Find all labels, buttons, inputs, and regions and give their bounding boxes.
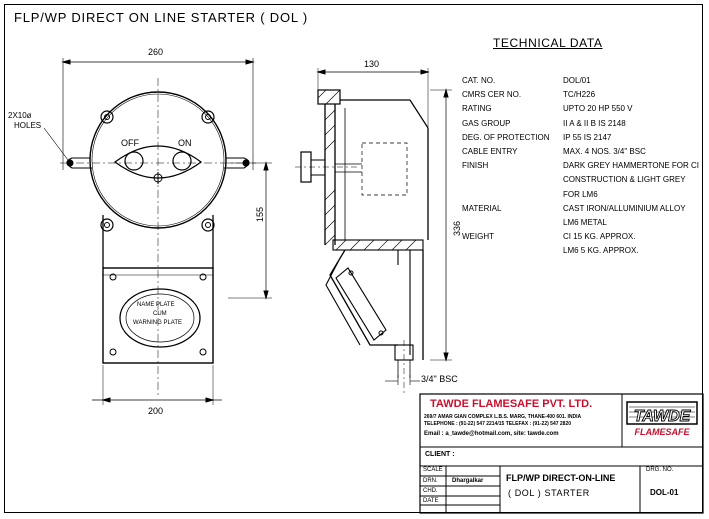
technical-data-label: DEG. OF PROTECTION	[462, 132, 550, 142]
technical-data-value: CONSTRUCTION & LIGHT GREY	[563, 175, 686, 185]
technical-data-value: LM6 METAL	[563, 218, 607, 227]
technical-data-label: WEIGHT	[462, 232, 494, 242]
front-width-top-dimension: 260	[148, 47, 164, 57]
technical-data-value: DOL/01	[563, 76, 591, 85]
drn-label: DRN.	[423, 478, 438, 484]
technical-data-label: CMRS CER NO.	[462, 90, 522, 100]
technical-data-label: CAT. NO.	[462, 76, 496, 85]
technical-data-value: LM6 5 KG. APPROX.	[563, 246, 639, 256]
drg-no-value: DOL-01	[650, 488, 679, 497]
technical-data-title: TECHNICAL DATA	[493, 36, 603, 50]
front-width-bottom-dimension: 200	[148, 406, 164, 416]
technical-data-value: MAX. 4 NOS. 3/4" BSC	[563, 147, 646, 156]
cable-entry-label: 3/4" BSC	[421, 374, 458, 384]
chd-label: CHD.	[423, 488, 438, 494]
technical-data-label: CABLE ENTRY	[462, 147, 518, 156]
technical-data-label: GAS GROUP	[462, 118, 511, 128]
side-depth-dimension: 130	[364, 59, 380, 69]
front-height-dimension: 155	[255, 206, 265, 222]
tawde-logo: TAWDE FLAMESAFE	[626, 401, 698, 437]
technical-data-value: IP 55 IS 2147	[563, 132, 612, 142]
technical-data-value: UPTO 20 HP 550 V	[563, 104, 633, 114]
drawing-title-line2: ( DOL ) STARTER	[508, 488, 590, 498]
company-name: TAWDE FLAMESAFE PVT. LTD.	[430, 398, 593, 410]
technical-data-value: FOR LM6	[563, 189, 598, 199]
logo-text-top: TAWDE	[634, 408, 692, 425]
company-email: Email : a_tawde@hotmail.com, site: tawde…	[424, 431, 559, 437]
client-label: CLIENT :	[425, 451, 455, 458]
drn-value: Dhargalkar	[452, 478, 484, 484]
side-height-dimension: 336	[452, 220, 462, 236]
on-button-label: ON	[178, 138, 192, 148]
title-block	[419, 393, 704, 514]
front-view	[43, 58, 272, 405]
name-plate-line3: WARNING PLATE	[133, 320, 183, 326]
technical-data-value: TC/H226	[563, 90, 596, 100]
holes-label-line1: 2X10ø	[8, 111, 32, 120]
company-address: 269/7 AMAR GIAN COMPLEX L.B.S. MARG, THA…	[424, 414, 582, 420]
name-plate-line1: NAME PLATE	[137, 302, 175, 308]
drawing-border	[4, 4, 703, 513]
name-plate-line2: CUM	[153, 311, 167, 317]
technical-data-label: MATERIAL	[462, 203, 502, 213]
holes-label-line2: HOLES	[14, 121, 42, 130]
technical-data-value: DARK GREY HAMMERTONE FOR CI	[563, 161, 700, 171]
side-view	[295, 68, 452, 395]
off-button-label: OFF	[121, 138, 139, 148]
company-phone: TELEPHONE : (91-22) 547 2214/15 TELEFAX …	[424, 421, 572, 427]
technical-data-value: CI 15 KG. APPROX.	[563, 232, 636, 242]
scale-label: SCALE	[423, 467, 443, 473]
technical-data-label: FINISH	[462, 161, 489, 171]
drg-no-label: DRG. NO.	[646, 467, 674, 473]
technical-data-value: II A & II B IS 2148	[563, 118, 626, 128]
logo-text-bottom: FLAMESAFE	[635, 427, 691, 437]
drawing-title-line1: FLP/WP DIRECT-ON-LINE	[506, 473, 616, 483]
technical-data-value: CAST IRON/ALLUMINIUM ALLOY	[563, 203, 686, 213]
date-label: DATE	[423, 498, 439, 504]
technical-data-label: RATING	[462, 104, 492, 114]
drawing-header-title: FLP/WP DIRECT ON LINE STARTER ( DOL )	[14, 10, 308, 25]
